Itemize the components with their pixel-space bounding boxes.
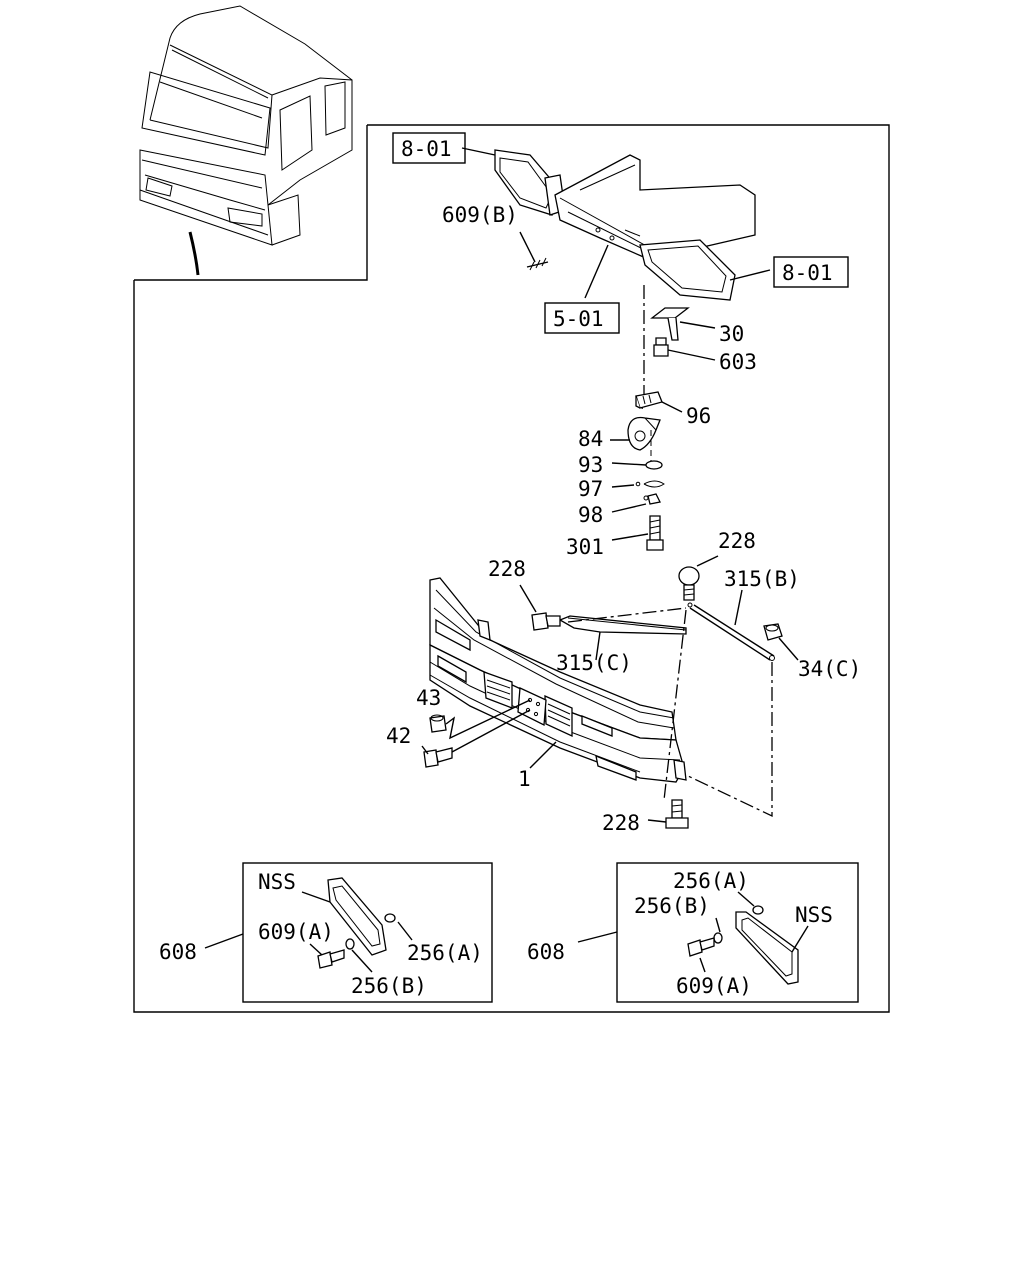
part-42-bolt [423, 747, 453, 768]
label-30: 30 [719, 322, 744, 346]
bumper-bracket-assembly [494, 149, 756, 301]
diagram-frame [133, 124, 890, 1013]
truck-cab-thumbnail [134, 5, 368, 281]
label-228-bottom: 228 [602, 811, 640, 835]
label-301: 301 [566, 535, 604, 559]
ref-box-801-right [773, 256, 849, 288]
inset-left-nss: NSS [258, 870, 296, 894]
part-228-left-bolt [531, 612, 561, 631]
part-315c-stay [558, 615, 687, 635]
part-97-pin [635, 480, 665, 488]
label-93: 93 [578, 453, 603, 477]
label-609b: 609(B) [442, 203, 518, 227]
label-315c: 315(C) [556, 651, 632, 675]
label-42: 42 [386, 724, 411, 748]
part-43-nut [429, 714, 447, 733]
part-603-bolt [653, 337, 669, 357]
label-96: 96 [686, 404, 711, 428]
part-228-right-bolt [678, 566, 700, 601]
part-315b-stay [687, 602, 775, 661]
inset-left-frame [242, 862, 493, 1003]
ref-box-801-top [392, 132, 466, 164]
label-228-right: 228 [718, 529, 756, 553]
label-84: 84 [578, 427, 603, 451]
inset-right-256b: 256(B) [634, 894, 710, 918]
label-98: 98 [578, 503, 603, 527]
label-228-left: 228 [488, 557, 526, 581]
ref-801-top[interactable]: 8-01 [401, 137, 452, 161]
inset-right-609a: 609(A) [676, 974, 752, 998]
part-228-bottom-bolt [665, 799, 689, 829]
inset-left-plate [317, 877, 396, 969]
inset-right-plate [687, 905, 799, 985]
inset-left-609a: 609(A) [258, 920, 334, 944]
label-34c: 34(C) [798, 657, 861, 681]
part-84-hook [627, 416, 661, 451]
label-1: 1 [518, 767, 531, 791]
label-603: 603 [719, 350, 757, 374]
inset-right-256a: 256(A) [673, 869, 749, 893]
part-301-bolt [646, 515, 664, 551]
inset-left-256b: 256(B) [351, 974, 427, 998]
inset-right-nss: NSS [795, 903, 833, 927]
ref-501[interactable]: 5-01 [553, 307, 604, 331]
ref-801-right[interactable]: 8-01 [782, 261, 833, 285]
label-97: 97 [578, 477, 603, 501]
bumper-assembly [429, 577, 687, 783]
part-98-nut [643, 493, 661, 505]
inset-right-608: 608 [527, 940, 565, 964]
ref-box-501 [544, 302, 620, 334]
label-315b: 315(B) [724, 567, 800, 591]
inset-left-256a: 256(A) [407, 941, 483, 965]
label-43: 43 [416, 686, 441, 710]
part-96-block [635, 391, 663, 409]
inset-left-608: 608 [159, 940, 197, 964]
part-30-bracket [650, 307, 690, 341]
part-34c-nut [763, 623, 783, 641]
part-93-washer [645, 460, 663, 470]
